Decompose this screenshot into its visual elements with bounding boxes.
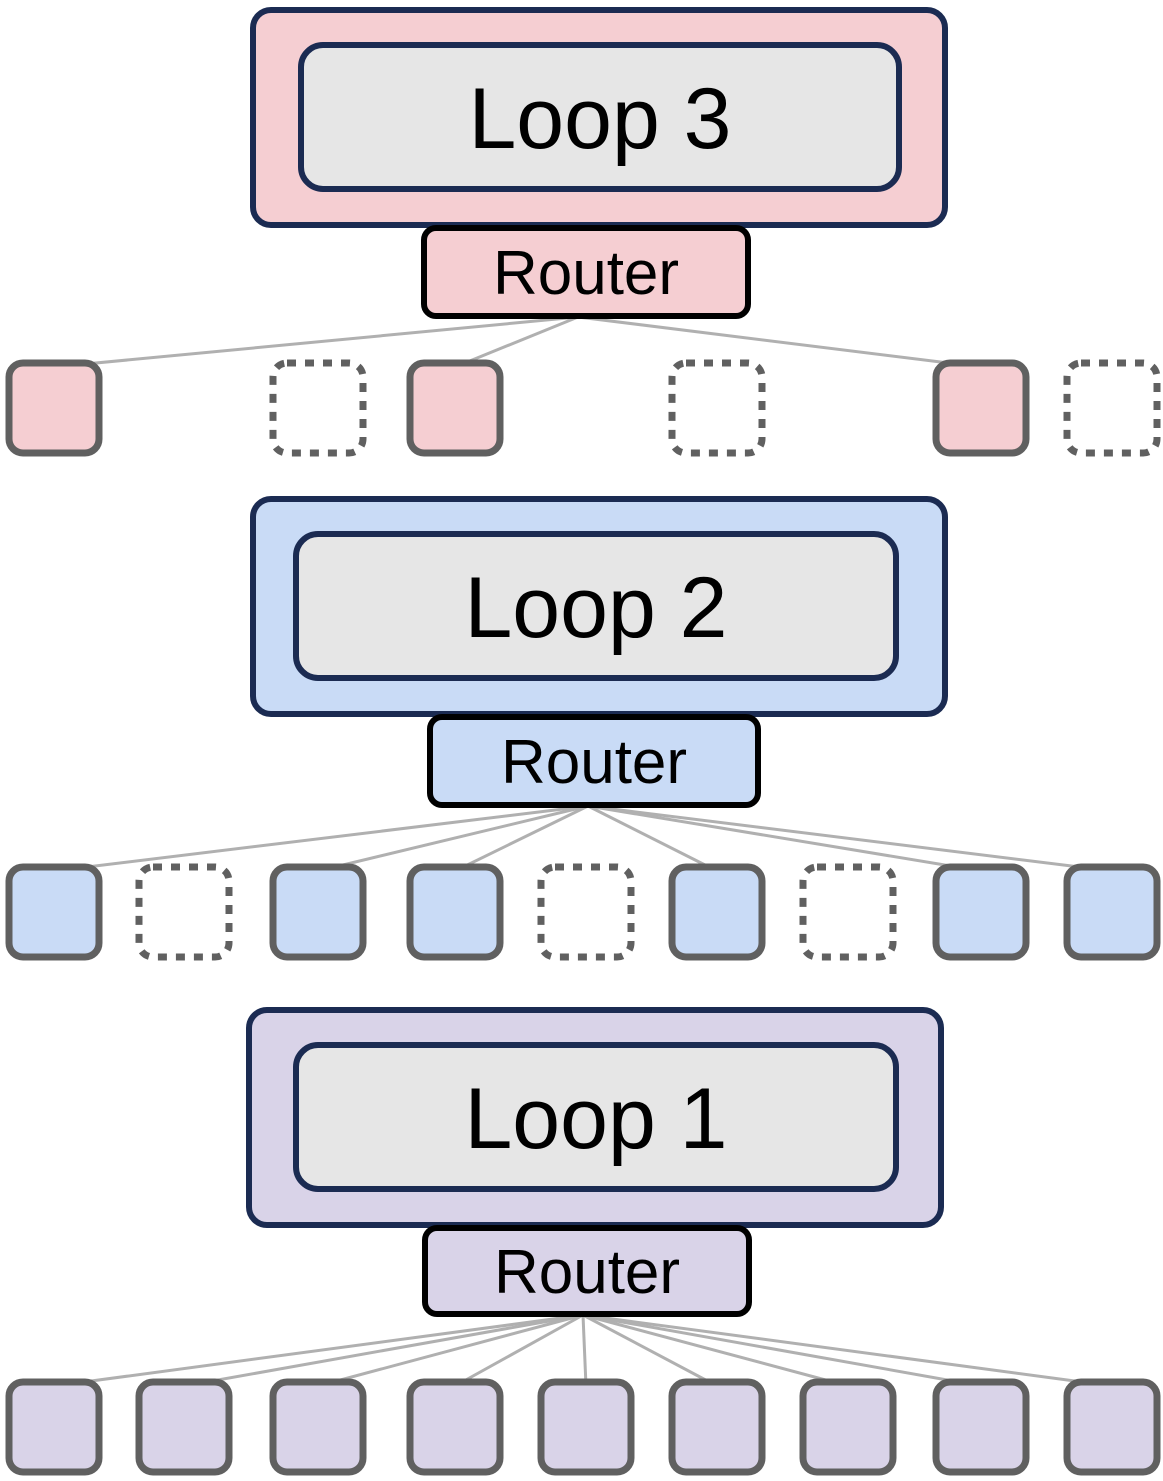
token-box-active <box>5 1378 103 1476</box>
router-connector-line <box>587 804 982 873</box>
token-box-active <box>1063 863 1161 961</box>
router-label: Router <box>493 239 679 308</box>
token-box-active <box>668 863 766 961</box>
router-connector-line <box>53 315 579 369</box>
token-box-active <box>269 1378 367 1476</box>
router-label: Router <box>501 728 687 797</box>
token-box-active <box>799 1378 897 1476</box>
loop-inner-box <box>293 1042 899 1192</box>
token-box-active <box>537 1378 635 1476</box>
router-box <box>421 225 751 319</box>
token-box-active <box>5 863 103 961</box>
token-box-active <box>135 1378 233 1476</box>
token-box-active <box>269 863 367 961</box>
loop-block-2: Loop 2 Router <box>250 496 948 808</box>
token-box-skipped <box>668 359 766 457</box>
router-connector-line <box>317 1313 584 1388</box>
router-connector-line <box>581 1314 588 1387</box>
router-connector-line <box>53 804 589 873</box>
token-box-skipped <box>269 359 367 457</box>
connector-lines <box>53 315 1113 1388</box>
token-box-active <box>932 863 1030 961</box>
loop-label: Loop 1 <box>464 1071 727 1167</box>
router-connector-line <box>582 1313 718 1388</box>
token-rows <box>5 359 1161 1476</box>
router-connector-line <box>454 315 579 369</box>
router-connector-line <box>183 1313 584 1388</box>
token-box-skipped <box>1063 359 1161 457</box>
router-box <box>422 1225 752 1317</box>
loop-label: Loop 2 <box>464 560 727 656</box>
router-connector-line <box>454 804 589 873</box>
token-box-active <box>1063 1378 1161 1476</box>
router-connector-line <box>317 804 589 873</box>
token-box-active <box>932 1378 1030 1476</box>
router-connector-line <box>587 804 718 873</box>
router-connector-line <box>582 1313 849 1388</box>
loop-inner-box <box>298 42 902 192</box>
token-box-skipped <box>799 863 897 961</box>
router-connector-line <box>582 1313 982 1388</box>
loop-block-3: Loop 3 Router <box>250 7 948 319</box>
token-box-active <box>406 1378 504 1476</box>
router-connector-line <box>577 315 982 369</box>
loop-label: Loop 3 <box>468 71 731 167</box>
router-box <box>427 714 761 808</box>
token-box-active <box>668 1378 766 1476</box>
router-connector-line <box>587 804 1113 873</box>
router-connector-line <box>53 1313 584 1388</box>
loop-inner-box <box>293 531 899 681</box>
router-connector-line <box>582 1313 1113 1388</box>
router-label: Router <box>494 1238 680 1307</box>
token-box-active <box>406 359 504 457</box>
router-connector-line <box>454 1313 584 1388</box>
token-box-skipped <box>537 863 635 961</box>
token-box-skipped <box>135 863 233 961</box>
loop-block-1: Loop 1 Router <box>246 1007 944 1317</box>
loop-blocks: Loop 3 Router Loop 2 Router Loop 1 Route… <box>246 7 948 1317</box>
token-box-active <box>406 863 504 961</box>
token-box-active <box>932 359 1030 457</box>
token-box-active <box>5 359 103 457</box>
